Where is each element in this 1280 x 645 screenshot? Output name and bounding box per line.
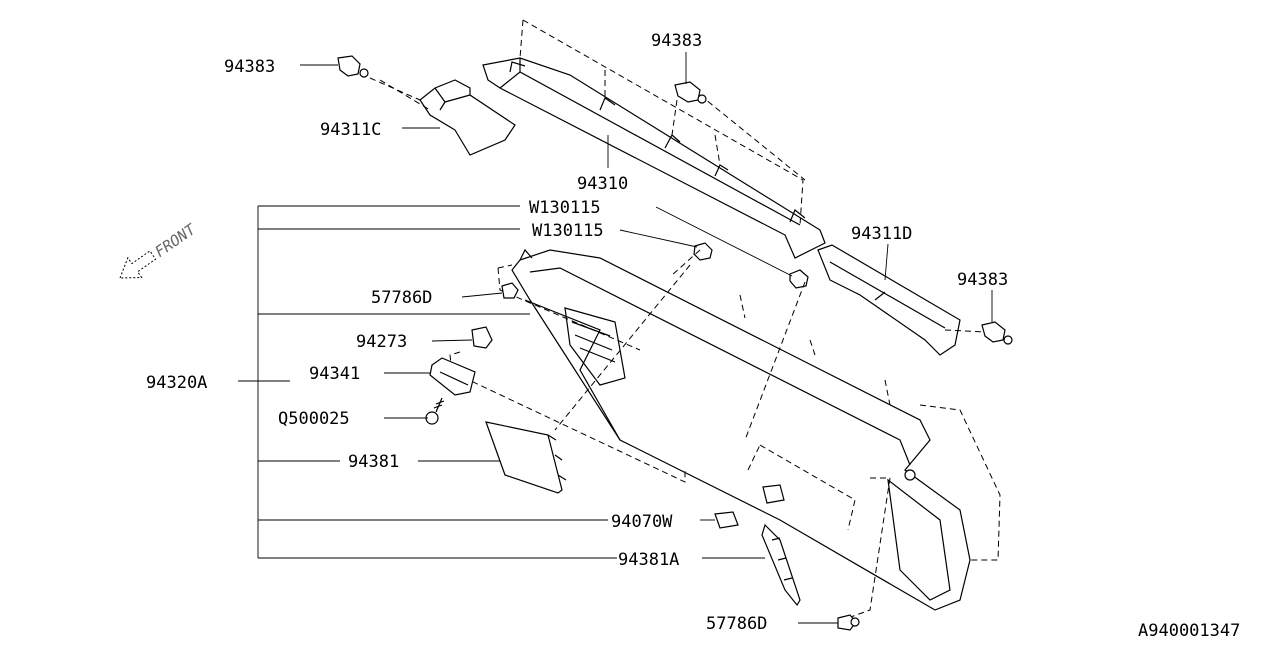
clip-57786D-b [837, 614, 860, 631]
plug-94070W [714, 484, 785, 529]
label-94273: 94273 [356, 332, 407, 352]
label-w130115-b: W130115 [532, 221, 604, 241]
label-94070W: 94070W [611, 512, 673, 532]
label-Q500025: Q500025 [278, 409, 350, 429]
screw-Q500025 [425, 397, 445, 425]
diagram-id: A940001347 [1138, 621, 1240, 640]
label-57786D-a: 57786D [371, 288, 432, 308]
clip-94383-a [337, 55, 369, 78]
label-94310: 94310 [577, 174, 628, 194]
label-94320A: 94320A [146, 373, 207, 393]
clip-w130115-b [789, 269, 809, 289]
trim-94320A [511, 248, 971, 611]
label-94381: 94381 [348, 452, 399, 472]
cover-94381 [485, 421, 567, 494]
label-57786D-b: 57786D [706, 614, 767, 634]
clip-w130115-a [693, 242, 713, 261]
label-94381A: 94381A [618, 550, 679, 570]
clip-94383-b [674, 81, 707, 104]
part-94341 [429, 357, 476, 396]
clip-94273 [471, 326, 493, 349]
trim-94311D [817, 244, 961, 356]
clip-57786D-a [501, 282, 519, 299]
label-94311D: 94311D [851, 224, 912, 244]
label-94383-c: 94383 [957, 270, 1008, 290]
front-arrow-icon: FRONT [119, 220, 200, 279]
label-w130115-a: W130115 [529, 198, 601, 218]
label-94383-b: 94383 [651, 31, 702, 51]
trim-94311C [419, 79, 516, 156]
clip-94383-c [981, 321, 1013, 345]
front-label: FRONT [151, 220, 199, 261]
label-94311C: 94311C [320, 120, 381, 140]
label-94383-a: 94383 [224, 57, 275, 77]
label-94341: 94341 [309, 364, 360, 384]
cover-94381A [761, 523, 801, 607]
